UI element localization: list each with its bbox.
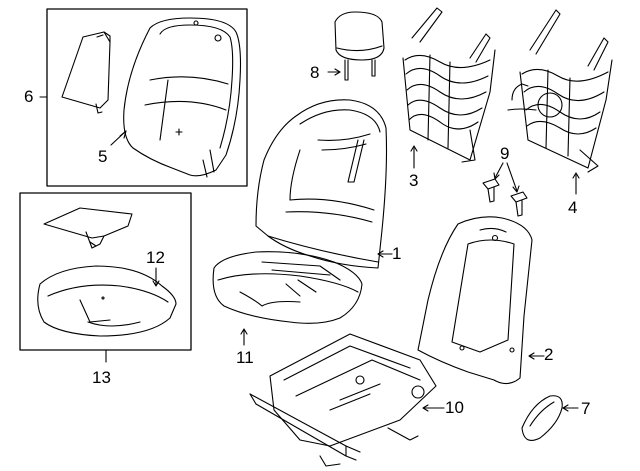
callout-1: 1 bbox=[392, 244, 402, 263]
cushion-pad-top-part bbox=[43, 207, 133, 249]
side-shield-part bbox=[521, 395, 579, 441]
seat-cushion-assembly-part bbox=[212, 251, 363, 346]
cushion-cover-part bbox=[37, 265, 177, 337]
seat-back-assembly-part bbox=[255, 99, 393, 269]
callout-2: 2 bbox=[544, 345, 554, 364]
callout-9: 9 bbox=[500, 144, 510, 163]
callout-6: 6 bbox=[24, 87, 34, 106]
callout-5: 5 bbox=[98, 147, 108, 166]
inset-box-cushion bbox=[19, 192, 192, 363]
callout-11: 11 bbox=[236, 348, 254, 367]
headrest-part bbox=[327, 11, 385, 81]
callout-12: 12 bbox=[146, 248, 165, 267]
seat-back-frame-part bbox=[417, 216, 545, 385]
callout-4: 4 bbox=[568, 198, 578, 217]
back-spring-frame-part bbox=[402, 7, 496, 169]
callout-8: 8 bbox=[310, 63, 320, 82]
callout-10: 10 bbox=[445, 398, 464, 417]
back-panel-part bbox=[61, 31, 111, 114]
back-spring-frame-lumbar-part bbox=[507, 9, 613, 195]
callout-3: 3 bbox=[409, 171, 419, 190]
seat-back-cover-part bbox=[110, 17, 242, 178]
seat-track-part bbox=[249, 333, 445, 467]
clip-parts bbox=[482, 162, 528, 217]
inset-box-back-cover bbox=[39, 8, 248, 187]
callout-13: 13 bbox=[92, 368, 111, 387]
callout-7: 7 bbox=[581, 399, 591, 418]
